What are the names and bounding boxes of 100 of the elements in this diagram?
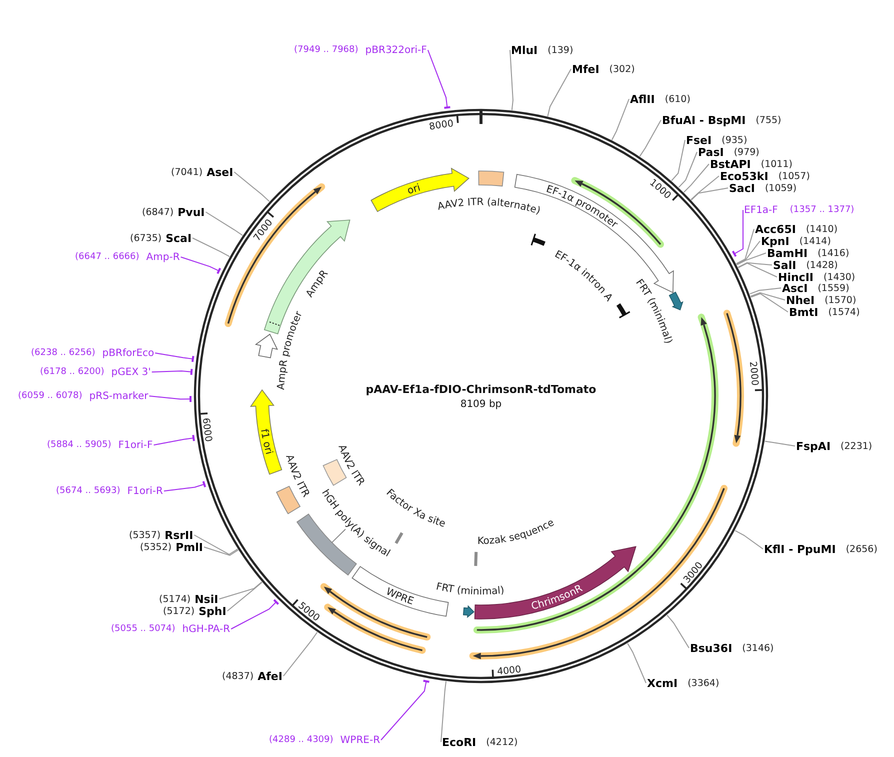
cut-position: (1430) xyxy=(824,270,856,284)
enzyme-name: SphI xyxy=(198,604,226,618)
scale-number: 8000 xyxy=(428,118,454,133)
enzyme-name: ScaI xyxy=(166,232,192,244)
enzyme-name: PmlI xyxy=(176,540,203,554)
cut-position: (139) xyxy=(548,44,574,56)
leader-line xyxy=(192,238,230,258)
leader-line xyxy=(194,534,238,555)
leader-line xyxy=(764,440,796,446)
leader-line xyxy=(205,212,244,236)
enzyme-name: NheI xyxy=(786,294,815,306)
cut-position: (5357) xyxy=(129,528,161,542)
enzyme-name: AscI xyxy=(782,282,808,294)
cut-position: (4837) xyxy=(222,670,254,682)
primer-name: WPRE-R xyxy=(340,734,380,746)
primer-position: (7949 .. 7968) xyxy=(294,44,358,56)
leader-line xyxy=(154,352,194,363)
primer-position: (5884 .. 5905) xyxy=(47,438,112,452)
cut-position: (1414) xyxy=(799,234,831,247)
leader-line xyxy=(750,292,786,300)
leader-line xyxy=(510,50,514,111)
leader-line xyxy=(203,546,239,556)
primer-name: pBRforEco xyxy=(102,346,154,360)
enzyme-name: FseI xyxy=(686,134,712,146)
leader-line xyxy=(148,395,192,403)
enzyme-name: BamHI xyxy=(767,246,808,260)
enzyme-name: NsiI xyxy=(194,592,218,606)
primer-name: pGEX 3' xyxy=(111,366,151,378)
leader-line xyxy=(671,140,686,182)
cut-position: (5172) xyxy=(163,604,195,618)
enzyme-name: AfeI xyxy=(258,670,282,682)
enzyme-name: KpnI xyxy=(761,234,790,248)
cut-position: (2656) xyxy=(846,542,878,556)
cut-position: (610) xyxy=(664,92,690,106)
leader-line xyxy=(180,256,222,275)
leader-line xyxy=(736,228,754,264)
leader-line xyxy=(151,368,193,376)
enzyme-name: HincII xyxy=(778,270,814,284)
leader-line xyxy=(678,152,698,188)
leader-line xyxy=(627,642,646,684)
leader-line xyxy=(163,480,206,492)
cut-position: (3146) xyxy=(742,642,774,654)
cut-position: (1559) xyxy=(818,282,850,294)
cut-position: (755) xyxy=(756,114,782,126)
leader-line xyxy=(750,293,788,312)
enzyme-name: AflII xyxy=(630,92,655,106)
leader-line xyxy=(738,262,778,278)
enzyme-name: RsrII xyxy=(164,528,194,542)
cut-position: (1574) xyxy=(828,306,860,318)
enzyme-name: KflI - PpuMI xyxy=(764,542,836,556)
leader-line xyxy=(547,68,572,117)
primer-name: F1ori-F xyxy=(118,438,153,452)
enzyme-name: PvuI xyxy=(178,206,205,218)
leader-line xyxy=(639,120,662,157)
leader-line xyxy=(736,252,766,266)
feature-label: FRT (minimal) xyxy=(434,581,505,598)
enzyme-name: EcoRI xyxy=(442,736,476,748)
leader-line xyxy=(440,680,446,742)
cut-position: (6735) xyxy=(130,232,162,244)
leader-line xyxy=(380,680,430,740)
cut-position: (1057) xyxy=(778,170,810,182)
enzyme-name: Acc65I xyxy=(755,222,796,236)
scale-number: 4000 xyxy=(496,664,522,678)
cut-position: (1410) xyxy=(806,222,838,236)
leader-line xyxy=(666,614,690,648)
enzyme-name: MfeI xyxy=(572,62,600,76)
cut-position: (302) xyxy=(609,62,635,76)
leader-line xyxy=(736,240,760,265)
leader-line xyxy=(683,164,710,193)
feature-label: ori xyxy=(406,182,422,198)
cut-position: (3364) xyxy=(688,676,720,690)
primer-position: (6178 .. 6200) xyxy=(40,366,104,378)
enzyme-name: BmtI xyxy=(789,306,818,318)
enzyme-name: Bsu36I xyxy=(690,642,732,654)
enzyme-name: SalI xyxy=(773,258,796,272)
leader-line xyxy=(690,176,720,200)
primer-position: (6059 .. 6078) xyxy=(18,390,82,402)
cut-position: (6847) xyxy=(142,206,174,218)
plasmid-name: pAAV-Ef1a-fDIO-ChrimsonR-tdTomato xyxy=(366,383,596,396)
leader-line xyxy=(611,98,630,141)
leader-line xyxy=(234,172,270,202)
primer-position: (4289 .. 4309) xyxy=(269,734,334,746)
primer-position: (6238 .. 6256) xyxy=(31,346,96,360)
cut-position: (5352) xyxy=(140,540,172,554)
feature-label: AAV2 ITR (alternate) xyxy=(436,197,542,217)
primer-position: (5674 .. 5693) xyxy=(56,484,120,498)
primer-name: pBR322ori-F xyxy=(365,44,427,56)
enzyme-name: AseI xyxy=(206,166,234,178)
leader-line xyxy=(690,188,728,200)
cut-position: (1011) xyxy=(760,158,792,170)
plasmid-size: 8109 bp xyxy=(460,399,502,410)
enzyme-name: Eco53kI xyxy=(720,170,768,182)
enzyme-name: MluI xyxy=(511,44,538,56)
primer-position: (5055 .. 5074) xyxy=(111,622,176,636)
leader-line xyxy=(226,582,263,612)
enzyme-name: PasI xyxy=(698,146,724,158)
enzyme-name: XcmI xyxy=(647,676,678,690)
primer-name: pRS-marker xyxy=(89,390,148,402)
enzyme-name: BfuAI - BspMI xyxy=(662,114,746,126)
cut-position: (7041) xyxy=(171,166,203,178)
